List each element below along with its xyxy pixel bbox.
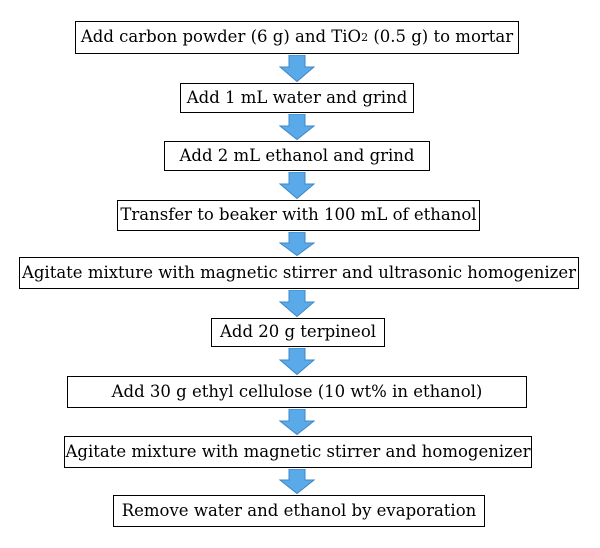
flow-arrow-8 bbox=[279, 469, 315, 494]
arrow-shape bbox=[279, 348, 315, 375]
step-box-2: Add 1 mL water and grind bbox=[180, 83, 414, 113]
step-box-7: Add 30 g ethyl cellulose (10 wt% in etha… bbox=[67, 376, 527, 408]
step-box-9: Remove water and ethanol by evaporation bbox=[113, 495, 485, 527]
flow-arrow-7 bbox=[279, 409, 315, 435]
flow-arrow-4 bbox=[279, 232, 315, 256]
arrow-shape bbox=[279, 55, 315, 82]
step-label: Add 30 g ethyl cellulose (10 wt% in etha… bbox=[111, 381, 483, 401]
flow-arrow-1 bbox=[279, 55, 315, 82]
step-box-3: Add 2 mL ethanol and grind bbox=[164, 141, 430, 171]
flow-arrow-2 bbox=[279, 114, 315, 140]
step-label: Agitate mixture with magnetic stirrer an… bbox=[21, 262, 577, 282]
step-label: Remove water and ethanol by evaporation bbox=[121, 500, 477, 520]
step-label: Add 1 mL water and grind bbox=[186, 87, 408, 107]
step-label: Agitate mixture with magnetic stirrer an… bbox=[65, 441, 531, 461]
step-label: Transfer to beaker with 100 mL of ethano… bbox=[120, 205, 477, 225]
arrow-shape bbox=[279, 172, 315, 199]
step-box-5: Agitate mixture with magnetic stirrer an… bbox=[19, 257, 579, 289]
step-label: Add 20 g terpineol bbox=[219, 322, 377, 342]
flow-arrow-3 bbox=[279, 172, 315, 199]
arrow-shape bbox=[279, 409, 315, 435]
step-label-suffix: (0.5 g) to mortar bbox=[368, 27, 514, 47]
arrow-shape bbox=[279, 114, 315, 140]
step-box-4: Transfer to beaker with 100 mL of ethano… bbox=[117, 200, 480, 231]
arrow-shape bbox=[279, 232, 315, 256]
step-label: Add 2 mL ethanol and grind bbox=[179, 145, 415, 165]
step-label: Add carbon powder (6 g) and TiO bbox=[80, 27, 362, 47]
step-box-8: Agitate mixture with magnetic stirrer an… bbox=[64, 436, 532, 468]
step-box-6: Add 20 g terpineol bbox=[211, 318, 385, 347]
flow-arrow-6 bbox=[279, 348, 315, 375]
flow-arrow-5 bbox=[279, 290, 315, 317]
arrow-shape bbox=[279, 290, 315, 317]
arrow-shape bbox=[279, 469, 315, 494]
